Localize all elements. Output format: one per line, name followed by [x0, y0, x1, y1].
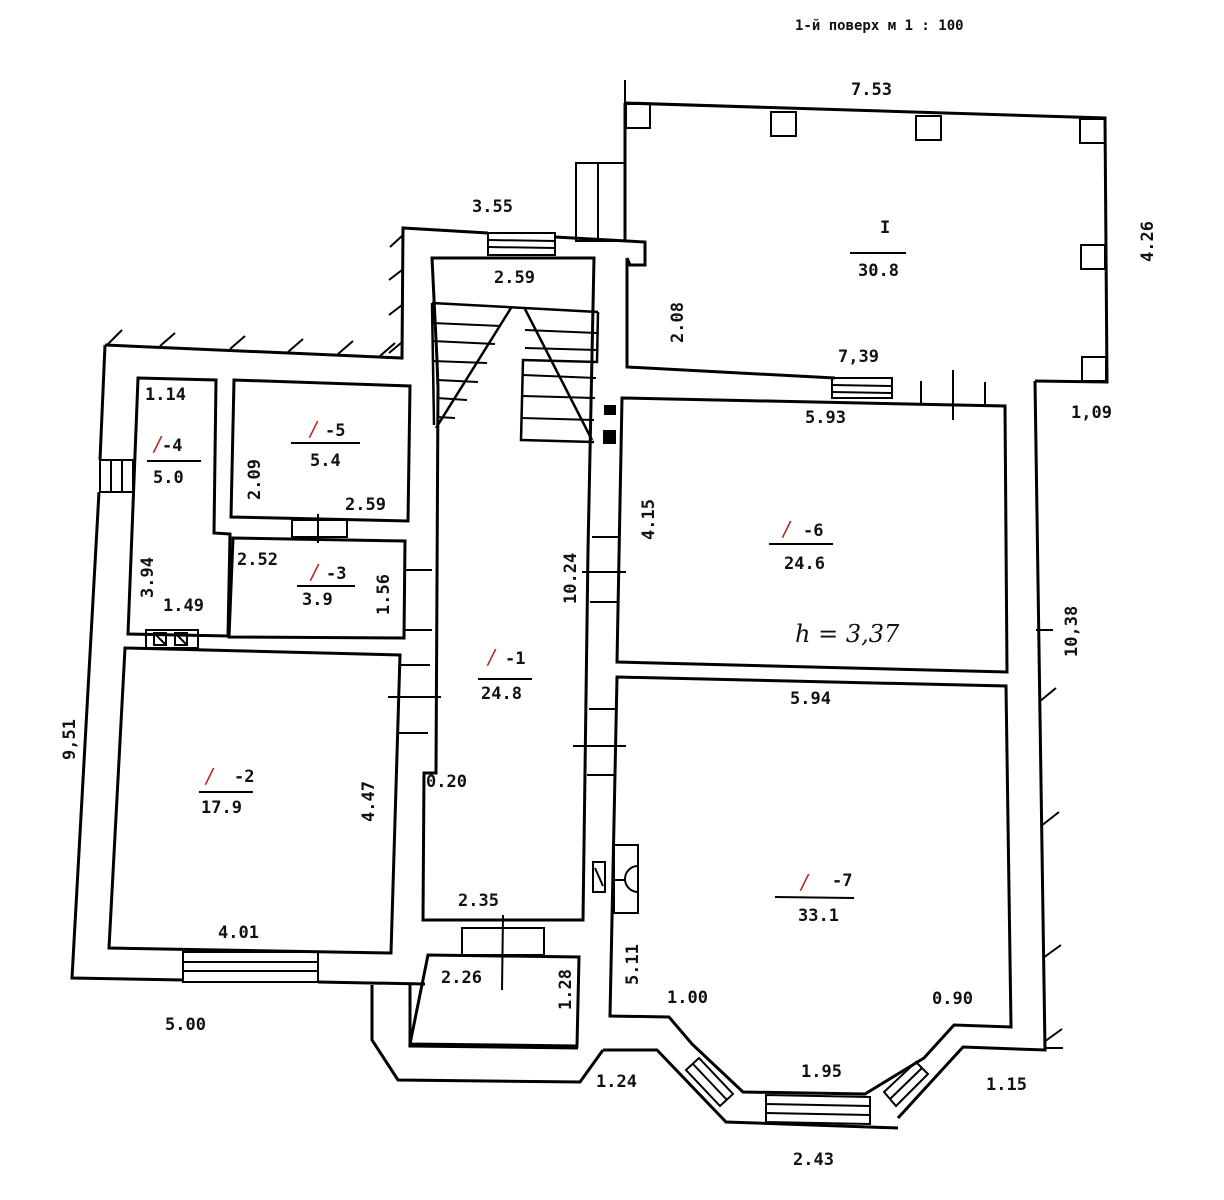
veranda	[575, 80, 1109, 384]
window	[765, 1093, 871, 1126]
staircase	[430, 301, 616, 444]
dim-r5-side: 2.09	[245, 459, 265, 500]
room-1-4-prefix: /	[152, 432, 163, 456]
room-1-1-area: 24.8	[481, 684, 522, 704]
dim-bay-outer: 2.43	[793, 1150, 834, 1170]
dim-corridor-length: 10.24	[561, 553, 581, 604]
dim-r7-top: 5.94	[790, 689, 831, 709]
room-1-7	[608, 675, 1013, 1096]
dim-bay-outer-left: 1.24	[596, 1072, 637, 1092]
dim-r3-side: 1.56	[374, 574, 394, 615]
ceiling-height-note: h = 3,37	[795, 620, 900, 648]
dim-veranda-bottom: 7,39	[838, 347, 879, 367]
ventilation	[145, 629, 199, 649]
room-1-5	[229, 378, 412, 523]
room-1-4-area: 5.0	[153, 468, 184, 488]
dim-left-outer: 9,51	[60, 719, 80, 760]
room-1-3-area: 3.9	[302, 590, 333, 610]
dim-bay-front: 1.95	[801, 1062, 842, 1082]
dim-r4-bottom: 1.49	[163, 596, 204, 616]
dim-corridor-bottom: 2.35	[458, 891, 499, 911]
dim-r3-top: 2.52	[237, 550, 278, 570]
dim-veranda-top: 7.53	[851, 80, 892, 100]
veranda-steps	[575, 162, 626, 242]
room-I-area: 30.8	[858, 261, 899, 281]
pilaster	[1081, 356, 1107, 382]
room-1-2	[107, 646, 402, 955]
window	[684, 1056, 735, 1108]
pilaster	[770, 111, 797, 137]
room-1-7-prefix: /	[799, 870, 810, 894]
dim-r2-side: 4.47	[359, 781, 379, 822]
room-1-6-number: -6	[803, 521, 823, 541]
dim-veranda-left: 2.08	[668, 302, 688, 343]
plan-title: 1-й поверх м 1 : 100	[795, 18, 964, 34]
window	[882, 1060, 930, 1108]
room-1-4-number: -4	[162, 436, 182, 456]
door	[291, 519, 348, 538]
dim-stair-inner: 2.59	[494, 268, 535, 288]
boiler-icon	[604, 405, 616, 415]
dim-corridor-step: 0.20	[426, 772, 467, 792]
pilaster	[915, 115, 942, 141]
dim-r5-bottom: 2.59	[345, 495, 386, 515]
room-1-1-prefix: /	[486, 645, 497, 669]
dim-stair-outer: 3.55	[472, 197, 513, 217]
dim-r7-side: 5.11	[623, 944, 643, 985]
dim-r4-side: 3.94	[138, 557, 158, 598]
room-I-number: I	[880, 218, 890, 238]
room-1-1-number: -1	[505, 649, 525, 669]
pilaster	[625, 103, 651, 129]
window	[182, 951, 319, 983]
dim-bay-outer-right: 1.15	[986, 1075, 1027, 1095]
dim-r6-top: 5.93	[805, 408, 846, 428]
dim-r6-side: 4.15	[639, 499, 659, 540]
pilaster	[1079, 118, 1106, 144]
room-1-3-prefix: /	[309, 560, 320, 584]
dim-bay-right: 0.90	[932, 989, 973, 1009]
dim-bottom-left-outer: 5.00	[165, 1015, 206, 1035]
dim-right-offset: 1,09	[1071, 403, 1112, 423]
window	[99, 459, 134, 493]
room-1-7-area: 33.1	[798, 906, 839, 926]
room-1-2-number: -2	[234, 767, 254, 787]
boiler-icon	[603, 430, 616, 444]
room-1-3-number: -3	[326, 564, 346, 584]
room-1-6	[615, 396, 1009, 674]
room-1-5-area: 5.4	[310, 451, 341, 471]
room-1-6-area: 24.6	[784, 554, 825, 574]
dim-r2-bottom: 4.01	[218, 923, 259, 943]
window	[487, 232, 556, 256]
room-1-7-number: -7	[832, 871, 852, 891]
dim-vestibule-depth: 1.28	[556, 969, 576, 1010]
pilaster	[1080, 244, 1106, 270]
dim-vestibule-width: 2.26	[441, 968, 482, 988]
chimney	[592, 861, 606, 893]
room-1-5-number: -5	[325, 421, 345, 441]
dim-bay-left: 1.00	[667, 988, 708, 1008]
vestibule	[408, 953, 581, 1048]
dim-veranda-right: 4.26	[1138, 221, 1158, 262]
room-1-5-prefix: /	[308, 417, 319, 441]
room-1-4	[126, 376, 232, 638]
door	[831, 377, 893, 399]
dim-r4-top: 1.14	[145, 385, 186, 405]
outer-walls	[70, 226, 1063, 1130]
dim-right-outer: 10,38	[1062, 606, 1082, 657]
room-1-3	[227, 536, 407, 640]
room-1-6-prefix: /	[781, 517, 792, 541]
room-1-2-area: 17.9	[201, 798, 242, 818]
room-1-2-prefix: /	[204, 764, 215, 788]
